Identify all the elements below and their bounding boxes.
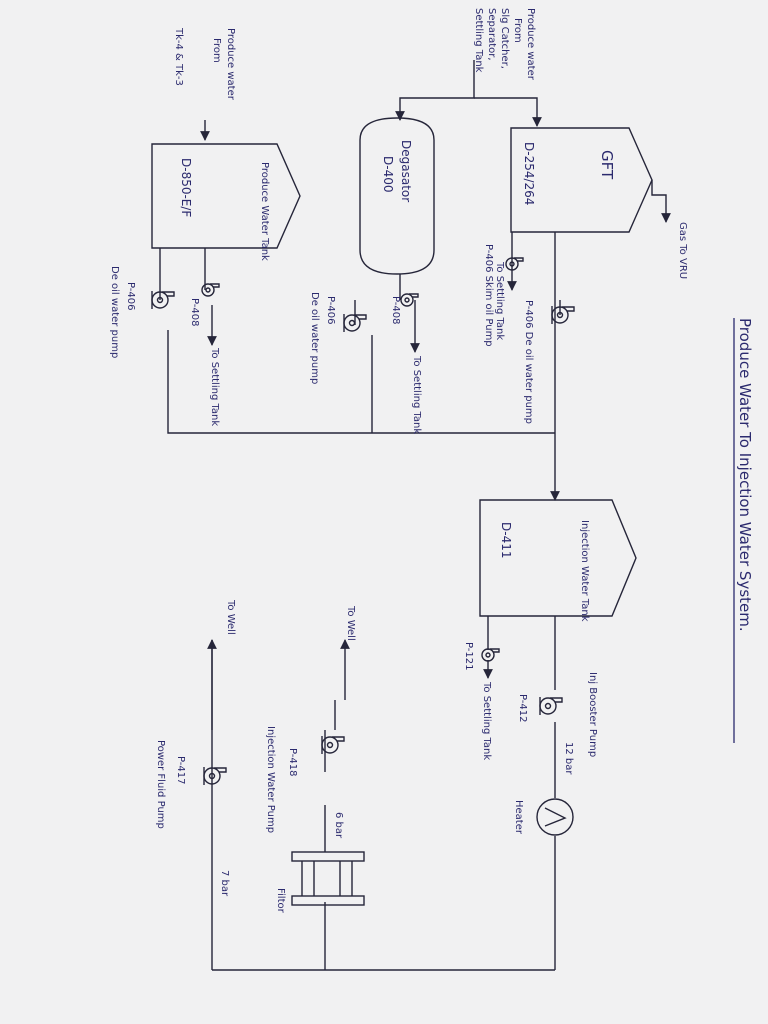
p406-deg-label: P-406 xyxy=(325,296,336,325)
pump-p406-pwt-icon[interactable] xyxy=(151,290,175,310)
source-left-line-1: Produce water xyxy=(225,28,236,101)
source-top-line-4: Separator, xyxy=(486,8,497,61)
iwt-name: Injection Water Tank xyxy=(579,520,590,622)
p418-label: P-418 xyxy=(287,748,298,777)
filter-icon[interactable] xyxy=(291,851,365,906)
to-settling-gft-label: To Settling Tank xyxy=(494,261,505,340)
p406-pwt-label: P-406 xyxy=(125,282,136,311)
p417-label: P-417 xyxy=(175,756,186,785)
source-top-line-3: Slg Catcher, xyxy=(499,8,510,69)
bar7-label: 7 bar xyxy=(219,870,230,897)
to-settling-iwt-label: To Settling Tank xyxy=(481,681,492,760)
p406-gft-label: P-406 De oil water pump xyxy=(523,300,534,424)
p412-label: P-412 xyxy=(517,694,528,723)
pump-p412-icon[interactable] xyxy=(539,696,563,716)
source-left-line-3: Tk-4 & Tk-3 xyxy=(173,27,184,86)
p417-desc: Power Fluid Pump xyxy=(155,740,166,829)
degasator-vessel[interactable] xyxy=(359,117,435,275)
page-title: Produce Water To Injection Water System. xyxy=(736,318,754,632)
source-top-line-5: Settling Tank xyxy=(473,8,484,73)
filter-label: Filtor xyxy=(275,888,286,914)
source-left: Produce water From Tk-4 & Tk-3 xyxy=(173,27,236,101)
p418-desc: Injection Water Pump xyxy=(265,726,276,833)
p406-skim-label: P-406 Skim oil Pump xyxy=(483,244,494,347)
p406-deg-desc: De oil water pump xyxy=(309,292,320,384)
degasator-name: Degasator xyxy=(399,140,413,202)
source-top-line-2: From xyxy=(512,18,523,43)
degasator-tag: D-400 xyxy=(381,156,395,192)
piping xyxy=(159,60,671,971)
source-top: Produce water From Slg Catcher, Separato… xyxy=(473,8,536,81)
pwt-name: Produce Water Tank xyxy=(259,162,270,261)
source-left-line-2: From xyxy=(211,38,222,63)
bar12-label: 12 bar xyxy=(563,742,574,775)
injection-water-tank-vessel[interactable] xyxy=(479,499,637,617)
p121-label: P-121 xyxy=(463,642,474,671)
inj-booster-label: Inj Booster Pump xyxy=(587,672,598,757)
p406-pwt-desc: De oil water pump xyxy=(109,266,120,358)
to-settling-pwt-label: To Settling Tank xyxy=(209,347,220,426)
gft-vessel[interactable] xyxy=(510,127,653,233)
heater-icon[interactable] xyxy=(536,798,574,836)
gas-to-vru-label: Gas To VRU xyxy=(677,222,688,279)
title-group: Produce Water To Injection Water System. xyxy=(733,318,754,743)
iwt-tag: D-411 xyxy=(499,522,513,558)
pump-p417-icon[interactable] xyxy=(203,766,227,786)
source-top-line-1: Produce water xyxy=(525,8,536,81)
heater-label: Heater xyxy=(513,800,524,835)
p408-deg-label: P-408 xyxy=(390,296,401,325)
produce-water-tank-vessel[interactable] xyxy=(151,143,301,249)
pump-p121-icon[interactable] xyxy=(481,648,500,662)
to-well-1-label: To Well xyxy=(345,605,356,641)
to-settling-deg-label: To Settling Tank xyxy=(411,355,422,434)
gft-tag: D-254/264 xyxy=(522,142,536,205)
pump-p406-skim-icon[interactable] xyxy=(505,257,524,271)
pwt-tag: D-850-E/F xyxy=(179,158,193,217)
bar6-label: 6 bar xyxy=(333,812,344,839)
to-well-2-label: To Well xyxy=(225,599,236,635)
gft-name: GFT xyxy=(598,150,616,180)
p408-pwt-label: P-408 xyxy=(189,298,200,327)
